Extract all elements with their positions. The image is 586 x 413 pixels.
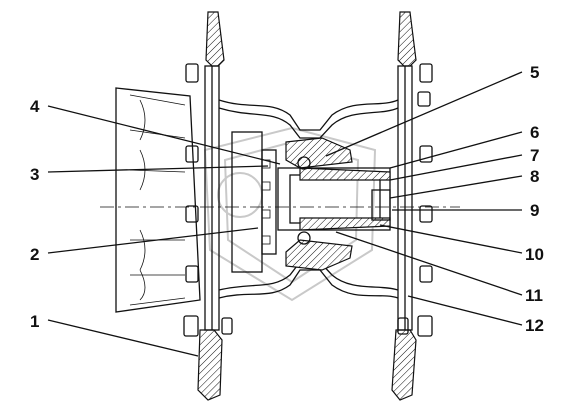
callout-10: 10 bbox=[525, 245, 544, 264]
callout-3: 3 bbox=[30, 165, 39, 184]
callout-6: 6 bbox=[530, 123, 539, 142]
callout-2: 2 bbox=[30, 245, 39, 264]
callout-12: 12 bbox=[525, 316, 544, 335]
callout-9: 9 bbox=[530, 201, 539, 220]
callout-8: 8 bbox=[530, 167, 539, 186]
brake-assembly bbox=[115, 87, 277, 313]
wheel-disc-upper bbox=[218, 99, 399, 139]
callout-5: 5 bbox=[530, 63, 539, 82]
callout-7: 7 bbox=[530, 146, 539, 165]
callout-4: 4 bbox=[30, 97, 40, 116]
leader-lines bbox=[47, 71, 523, 357]
hub-assembly bbox=[277, 137, 391, 271]
callout-11: 11 bbox=[525, 286, 543, 305]
left-rim bbox=[183, 11, 233, 401]
right-rim bbox=[391, 11, 433, 401]
callout-1: 1 bbox=[30, 312, 39, 331]
